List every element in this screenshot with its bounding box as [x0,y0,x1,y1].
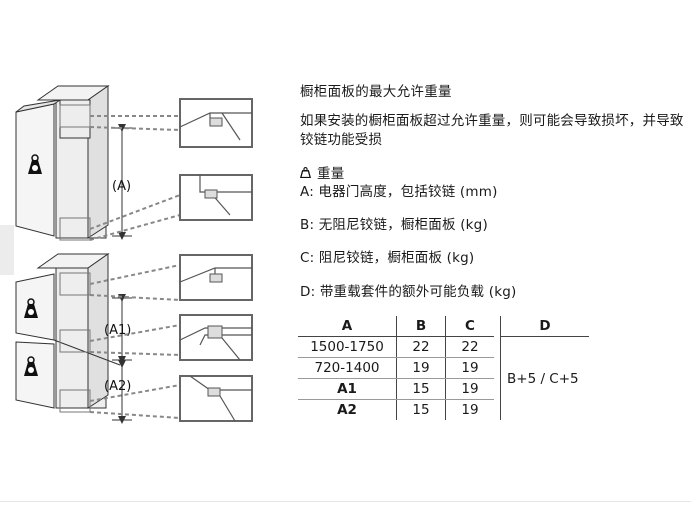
cell-c: 19 [445,399,494,420]
legend-d: D: 带重载套件的额外可能负载 (kg) [300,284,517,300]
table-row: A2 15 19 [298,399,589,420]
col-header-a: A [298,316,397,337]
cell-b: 22 [396,336,446,358]
table-row: 1500-1750 22 22 B+5 / C+5 [298,336,589,420]
page-title: 橱柜面板的最大允许重量 [300,84,452,100]
weight-icon [300,166,311,178]
side-tab [0,225,14,275]
cell-c: 19 [445,378,494,400]
detail-box-4 [179,314,253,361]
cell-a: 1500-1750 [298,336,397,358]
col-header-b: B [396,316,446,337]
detail-box-1 [179,98,253,148]
legend-a: A: 电器门高度，包括铰链 (mm) [300,184,498,200]
cell-b: 19 [396,357,446,379]
legend-weight: 重量 [300,162,344,182]
cell-b: 15 [396,399,446,420]
col-header-d: D [500,316,589,337]
cell-c: 19 [445,357,494,379]
cell-a: A2 [337,402,357,418]
col-header-c: C [445,316,494,337]
detail-box-2 [179,174,253,221]
legend-weight-label: 重量 [317,166,345,182]
detail-box-5 [179,375,253,422]
weight-table: A B C D 1500-1750 22 22 B+5 / C+5 720-14… [298,316,589,420]
cell-d: B+5 / C+5 [500,336,589,420]
label-a2: (A2) [104,379,131,394]
table-row: A1 15 19 [298,378,589,400]
divider [0,501,691,502]
weight-icon-figure-1 [28,154,42,174]
leader-lines [89,115,181,419]
cell-b: 15 [396,378,446,400]
detail-box-3 [179,254,253,301]
cell-a: A1 [298,378,397,400]
weight-icon-figure-3 [24,356,38,376]
appliance-top [15,85,110,239]
cell-a: 720-1400 [298,357,397,379]
label-a: (A) [112,179,131,194]
appliance-bottom [15,253,121,409]
cell-c: 22 [445,336,494,358]
legend-c: C: 阻尼铰链，橱柜面板 (kg) [300,250,475,266]
warning-text: 如果安装的橱柜面板超过允许重量，则可能会导致损坏，并导致铰链功能受损 [300,113,684,148]
legend-b: B: 无阻尼铰链，橱柜面板 (kg) [300,217,488,233]
installation-figure: (A) (A1) (A2) [15,85,253,424]
weight-icon-figure-2 [24,298,38,318]
table-row: 720-1400 19 19 [298,357,589,379]
